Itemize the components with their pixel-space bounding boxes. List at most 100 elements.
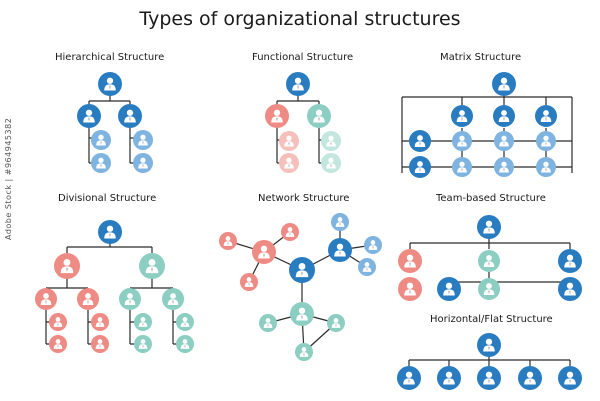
- node-circle: [133, 130, 153, 150]
- node-circle: [494, 157, 514, 177]
- person-node: [518, 366, 542, 390]
- node-circle: [437, 277, 461, 301]
- person-node: [176, 313, 194, 331]
- node-circle: [328, 238, 352, 262]
- person-node: [364, 236, 382, 254]
- node-circle: [219, 232, 237, 250]
- person-node: [452, 157, 472, 177]
- node-circle: [398, 249, 422, 273]
- node-circle: [536, 131, 556, 151]
- node-circle: [91, 153, 111, 173]
- node-circle: [558, 249, 582, 273]
- person-node: [240, 273, 258, 291]
- node-circle: [54, 253, 80, 279]
- person-node: [133, 153, 153, 173]
- section-label-functional: Functional Structure: [252, 52, 354, 63]
- connector-line: [461, 97, 547, 105]
- node-circle: [493, 105, 515, 127]
- node-circle: [295, 343, 313, 361]
- node-circle: [134, 335, 152, 353]
- section-label-flat: Horizontal/Flat Structure: [430, 314, 553, 325]
- person-node: [134, 335, 152, 353]
- node-circle: [265, 104, 289, 128]
- node-circle: [409, 130, 431, 152]
- node-circle: [358, 258, 376, 276]
- node-circle: [558, 277, 582, 301]
- person-node: [91, 335, 109, 353]
- node-circle: [478, 278, 500, 300]
- node-circle: [289, 257, 315, 283]
- person-node: [77, 104, 101, 128]
- person-node: [118, 104, 142, 128]
- node-circle: [134, 313, 152, 331]
- node-circle: [49, 313, 67, 331]
- person-node: [493, 105, 515, 127]
- node-circle: [259, 314, 277, 332]
- section-label-team: Team-based Structure: [436, 193, 546, 204]
- person-node: [49, 335, 67, 353]
- person-node: [77, 288, 99, 310]
- node-circle: [252, 240, 276, 264]
- person-node: [279, 131, 299, 151]
- node-circle: [98, 220, 122, 244]
- person-node: [265, 104, 289, 128]
- person-node: [321, 131, 341, 151]
- node-circle: [477, 333, 501, 357]
- person-node: [492, 72, 516, 96]
- connector-line: [129, 278, 174, 294]
- person-node: [307, 104, 331, 128]
- person-node: [162, 288, 184, 310]
- node-circle: [290, 302, 314, 326]
- node-circle: [281, 223, 299, 241]
- node-circle: [477, 215, 501, 239]
- node-circle: [331, 213, 349, 231]
- person-node: [558, 366, 582, 390]
- connector-line: [448, 272, 571, 288]
- person-node: [91, 153, 111, 173]
- node-circle: [133, 153, 153, 173]
- node-circle: [437, 366, 461, 390]
- node-circle: [409, 156, 431, 178]
- person-node: [478, 278, 500, 300]
- person-node: [398, 249, 422, 273]
- person-node: [327, 314, 345, 332]
- node-circle: [535, 105, 557, 127]
- person-node: [437, 366, 461, 390]
- node-circle: [478, 250, 500, 272]
- node-circle: [119, 288, 141, 310]
- person-node: [558, 249, 582, 273]
- person-node: [133, 130, 153, 150]
- node-circle: [176, 335, 194, 353]
- person-node: [451, 105, 473, 127]
- node-circle: [451, 105, 473, 127]
- person-node: [409, 130, 431, 152]
- node-circle: [321, 131, 341, 151]
- node-circle: [162, 288, 184, 310]
- person-node: [331, 213, 349, 231]
- node-circle: [397, 366, 421, 390]
- node-circle: [494, 131, 514, 151]
- node-circle: [279, 153, 299, 173]
- person-node: [295, 343, 313, 361]
- person-node: [535, 105, 557, 127]
- person-node: [358, 258, 376, 276]
- person-node: [286, 72, 310, 96]
- person-node: [252, 240, 276, 264]
- node-circle: [77, 288, 99, 310]
- connector-line: [267, 313, 337, 353]
- person-node: [558, 277, 582, 301]
- connector-line: [45, 278, 89, 294]
- node-circle: [49, 335, 67, 353]
- section-label-matrix: Matrix Structure: [440, 52, 522, 63]
- person-node: [139, 253, 165, 279]
- person-node: [281, 223, 299, 241]
- person-nodes: [35, 72, 582, 390]
- person-node: [398, 277, 422, 301]
- node-circle: [452, 131, 472, 151]
- person-node: [119, 288, 141, 310]
- person-node: [176, 335, 194, 353]
- person-node: [289, 257, 315, 283]
- node-circle: [321, 153, 341, 173]
- node-circle: [327, 314, 345, 332]
